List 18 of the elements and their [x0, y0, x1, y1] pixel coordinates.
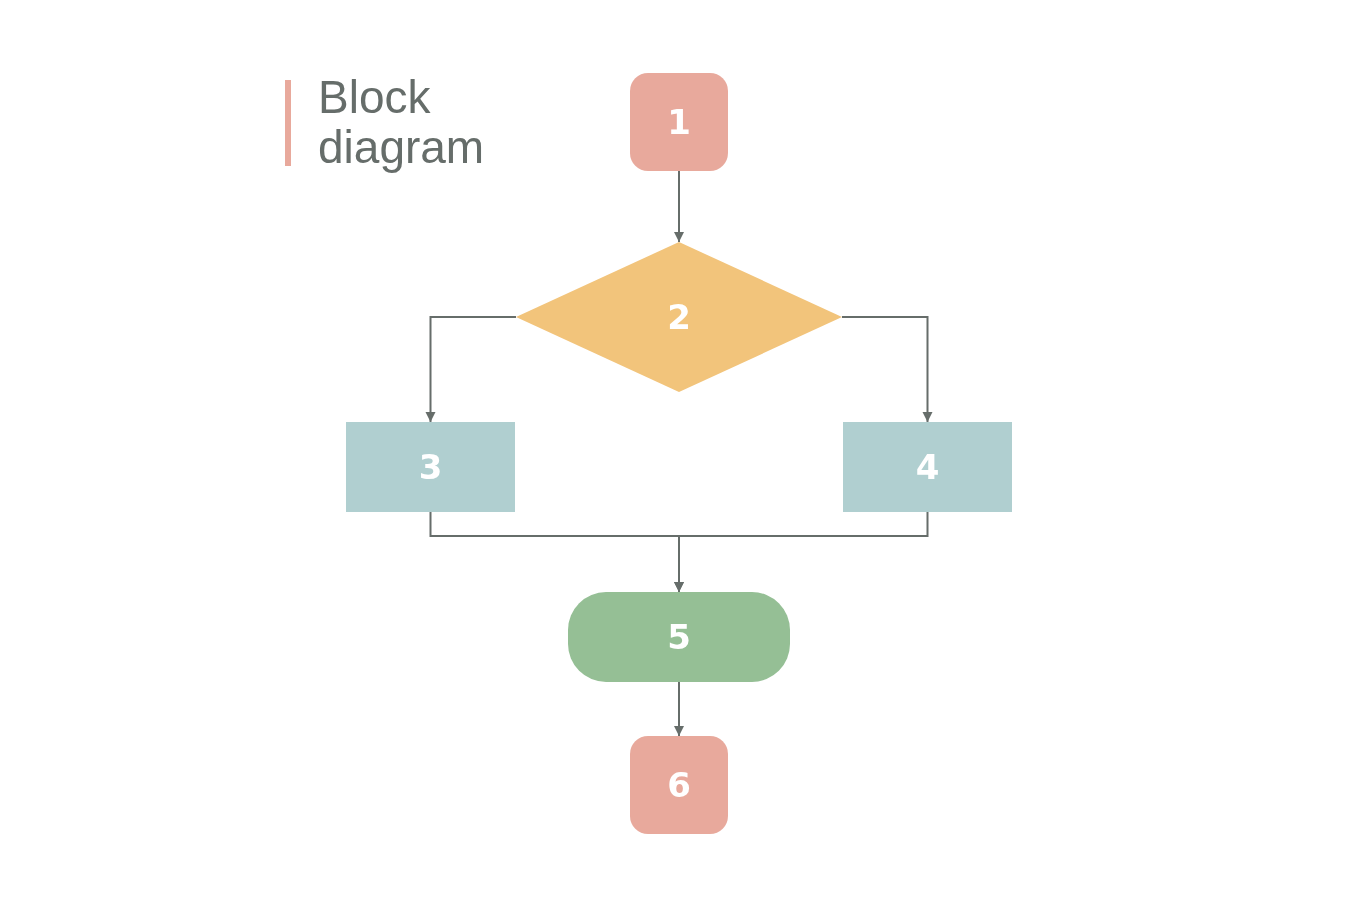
node-number: 6: [667, 768, 691, 802]
process-box: [843, 422, 1012, 512]
node-number: 1: [667, 105, 691, 139]
start-end-box: [630, 73, 728, 171]
diagram-title: Block diagram: [318, 72, 486, 172]
node-number: 2: [667, 300, 691, 334]
terminal-box: [568, 592, 790, 682]
node-number: 3: [418, 450, 443, 484]
arrow: [674, 511, 929, 593]
start-end-box: [630, 736, 728, 834]
arrow: [674, 681, 684, 737]
process-box: [346, 422, 515, 512]
node-number: 5: [667, 620, 691, 654]
node-number: 4: [915, 450, 940, 484]
arrow: [425, 316, 517, 423]
arrow: [841, 316, 933, 423]
arrow: [674, 170, 684, 243]
decision-diamond: [516, 242, 842, 392]
